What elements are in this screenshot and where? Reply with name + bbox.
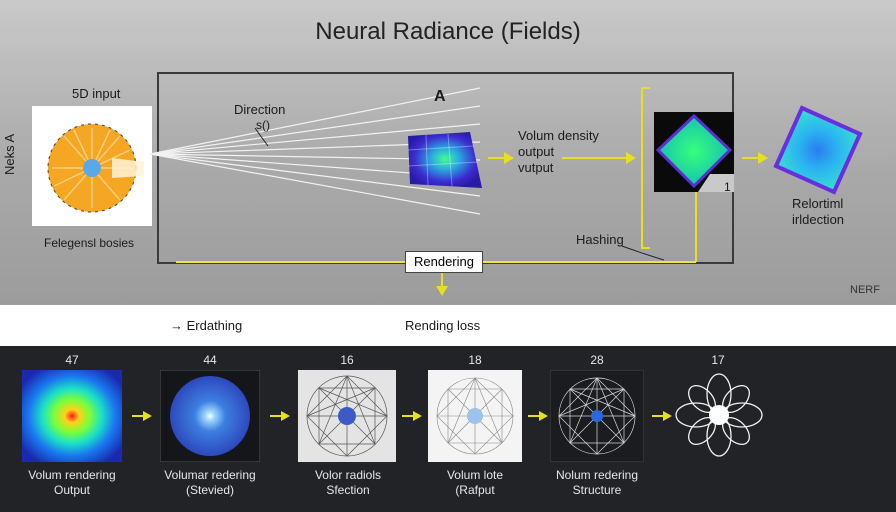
step-caption-1: Volum rendering Output	[12, 468, 132, 498]
result-tile-icon	[773, 105, 863, 195]
step-caption-1-line-1: Volum rendering	[28, 468, 116, 482]
step-caption-1-line-2: Output	[53, 483, 91, 497]
step-caption-2-line-1: Volumar redering	[164, 468, 256, 482]
input-image	[32, 106, 152, 226]
volume-tile-icon	[407, 132, 482, 188]
step-arrow-4-icon	[528, 411, 548, 421]
mid-label-center: Rending loss	[405, 318, 481, 333]
result-caption-line-1: Relortiml	[792, 196, 844, 211]
step-number-6: 17	[711, 353, 725, 367]
step-5-wire-structure-icon	[550, 370, 644, 462]
step-caption-4-line-1: Volum lote	[446, 468, 504, 482]
step-2-sphere-icon	[160, 370, 260, 462]
rendering-feedback-line	[176, 261, 696, 296]
mid-band	[0, 305, 896, 346]
step-4-wire-sphere-icon	[428, 370, 522, 462]
mid-label-left: → Erdathing	[170, 318, 243, 333]
step-number-2: 44	[203, 353, 217, 367]
rendering-label: Rendering	[405, 251, 483, 273]
marker-one: 1	[724, 180, 731, 194]
watermark: NERF	[850, 284, 880, 296]
input-label: 5D input	[72, 86, 121, 101]
step-caption-5: Nolum redering Structure	[537, 468, 657, 498]
direction-symbol: s()	[256, 118, 270, 132]
direction-label: Direction	[234, 102, 286, 117]
step-number-3: 16	[340, 353, 354, 367]
step-number-5: 28	[590, 353, 604, 367]
step-arrow-3-icon	[402, 411, 422, 421]
step-caption-2-line-2: (Stevied)	[185, 483, 235, 497]
output-line-2: output	[518, 144, 555, 159]
sunburst-sphere-icon	[47, 123, 144, 213]
arrow-to-hash-icon	[562, 152, 636, 164]
diagram-title: Neural Radiance (Fields)	[315, 18, 581, 45]
step-number-1: 47	[65, 353, 79, 367]
output-line-1: Volum density	[518, 128, 599, 143]
step-arrow-1-icon	[132, 411, 152, 421]
input-caption: Felegensl bosies	[44, 236, 135, 250]
step-6-flower-structure-icon	[675, 373, 763, 457]
step-caption-5-line-2: Structure	[572, 483, 622, 497]
step-caption-3-line-2: Sfection	[326, 483, 370, 497]
step-caption-4-line-2: (Rafput	[455, 483, 495, 497]
step-1-heatmap-icon	[22, 370, 122, 462]
step-caption-4: Volum lote (Rafput	[415, 468, 535, 498]
left-axis-label: Neks A	[2, 133, 17, 175]
step-3-wire-sphere-icon	[298, 370, 396, 462]
step-caption-3-line-1: Volor radiols	[314, 468, 382, 482]
step-caption-3: Volor radiols Sfection	[288, 468, 408, 498]
top-marker-label: A	[434, 88, 446, 105]
hashing-pointer	[621, 245, 665, 261]
hash-bracket	[641, 87, 697, 262]
output-line-3: vutput	[518, 160, 554, 175]
result-caption-line-2: irldection	[792, 212, 845, 227]
step-arrow-2-icon	[270, 411, 290, 421]
arrow-to-output-icon	[488, 152, 514, 164]
step-arrow-5-icon	[652, 411, 672, 421]
step-number-4: 18	[468, 353, 482, 367]
hash-grid-tile-icon	[654, 112, 734, 192]
arrow-to-result-icon	[742, 152, 768, 164]
step-caption-5-line-1: Nolum redering	[555, 468, 639, 482]
step-caption-2: Volumar redering (Stevied)	[150, 468, 270, 498]
hashing-label: Hashing	[576, 232, 624, 247]
